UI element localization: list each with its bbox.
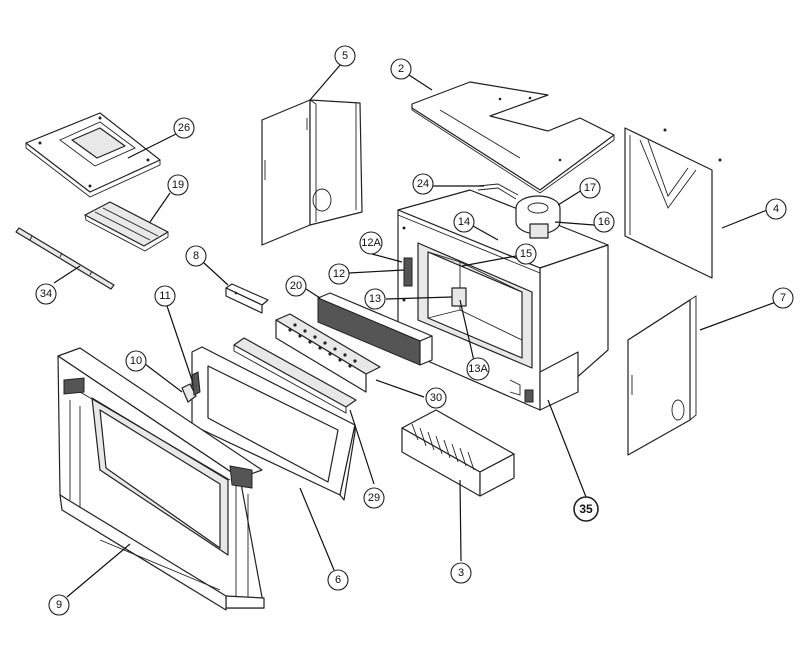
svg-text:13: 13 xyxy=(369,293,381,305)
svg-text:35: 35 xyxy=(579,502,593,516)
part-4-back-panel xyxy=(624,127,722,279)
callout-3: 3 xyxy=(450,562,472,584)
firebox-assembly xyxy=(397,183,609,411)
callout-4: 4 xyxy=(765,198,787,220)
svg-text:4: 4 xyxy=(773,203,779,215)
part-2-top-cover xyxy=(411,81,615,194)
callout-19: 19 xyxy=(167,174,189,196)
svg-text:29: 29 xyxy=(368,492,380,504)
callout-10: 10 xyxy=(125,350,147,372)
callout-34: 34 xyxy=(35,283,57,305)
callout-35: 35 xyxy=(573,496,599,522)
part-30-perforated-grille xyxy=(275,313,381,393)
callout-29: 29 xyxy=(363,487,385,509)
svg-text:10: 10 xyxy=(130,355,142,367)
callout-13A: 13A xyxy=(466,357,490,381)
part-5-left-side-panel xyxy=(261,99,363,246)
part-9-front-surround xyxy=(57,347,265,611)
callout-6: 6 xyxy=(327,569,349,591)
svg-text:11: 11 xyxy=(159,290,170,302)
part-6-door-frame xyxy=(191,346,356,501)
svg-text:14: 14 xyxy=(458,216,470,228)
callout-16: 16 xyxy=(593,211,615,233)
svg-text:7: 7 xyxy=(780,292,786,304)
part-20-heat-exchanger xyxy=(317,292,433,366)
callout-13: 13 xyxy=(364,288,386,310)
part-8-bracket xyxy=(225,283,269,314)
svg-text:30: 30 xyxy=(430,392,442,404)
leader-lines xyxy=(53,63,777,598)
callout-26: 26 xyxy=(173,117,195,139)
svg-text:34: 34 xyxy=(40,288,52,300)
part-26-top-plate xyxy=(25,112,161,198)
svg-text:26: 26 xyxy=(178,122,190,134)
svg-text:15: 15 xyxy=(520,248,532,260)
callout-11: 11 xyxy=(154,285,176,307)
svg-text:12: 12 xyxy=(333,268,345,280)
callout-17: 17 xyxy=(579,177,601,199)
callout-8: 8 xyxy=(185,245,207,267)
callout-9: 9 xyxy=(48,594,70,616)
part-19-perforated-baffle xyxy=(84,201,169,252)
svg-text:6: 6 xyxy=(335,574,341,586)
callout-30: 30 xyxy=(425,387,447,409)
svg-text:8: 8 xyxy=(193,250,199,262)
callout-12: 12 xyxy=(328,263,350,285)
part-34-rod xyxy=(15,227,115,290)
callout-24: 24 xyxy=(412,173,434,195)
svg-text:3: 3 xyxy=(458,567,464,579)
svg-text:24: 24 xyxy=(417,178,429,190)
svg-text:20: 20 xyxy=(290,280,302,292)
svg-text:2: 2 xyxy=(398,63,404,75)
part-7-right-side-panel xyxy=(627,295,697,456)
svg-text:13A: 13A xyxy=(468,363,488,375)
part-3-blower-housing xyxy=(401,409,515,497)
svg-text:12A: 12A xyxy=(361,237,381,249)
svg-text:9: 9 xyxy=(56,599,62,611)
callout-20: 20 xyxy=(285,275,307,297)
callout-5: 5 xyxy=(334,45,356,67)
svg-text:16: 16 xyxy=(598,216,610,228)
callout-7: 7 xyxy=(772,287,794,309)
part-10-11-latch xyxy=(181,371,201,403)
svg-text:17: 17 xyxy=(584,182,596,194)
callout-14: 14 xyxy=(453,211,475,233)
svg-text:19: 19 xyxy=(172,179,184,191)
callout-12A: 12A xyxy=(359,231,383,255)
callout-15: 15 xyxy=(515,243,537,265)
svg-text:5: 5 xyxy=(342,50,348,62)
part-29-trim-strip xyxy=(233,337,357,414)
callout-2: 2 xyxy=(390,58,412,80)
